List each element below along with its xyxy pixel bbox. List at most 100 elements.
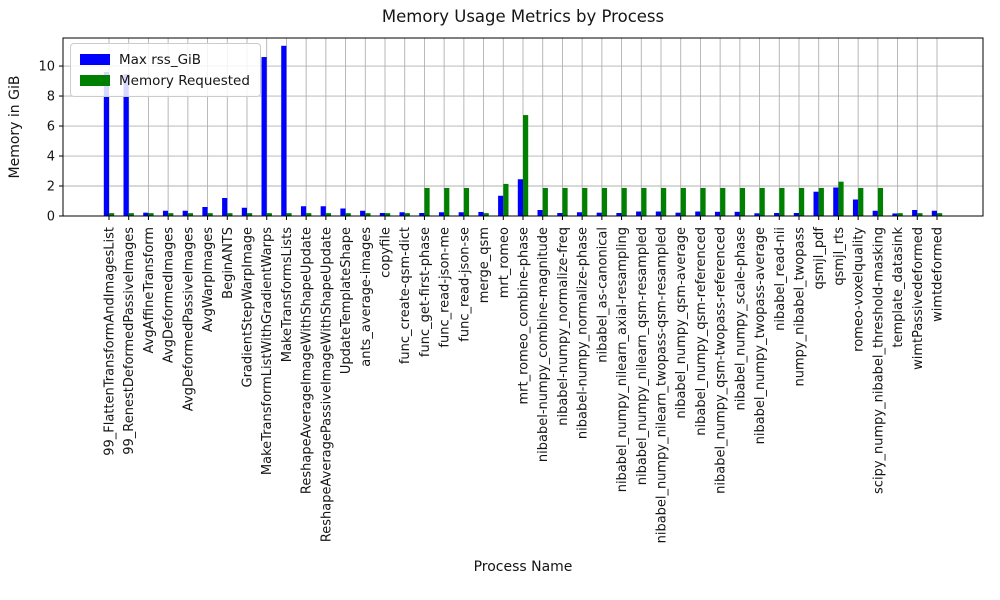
x-tick-label: 99_FlattenTransformAndImagesList: [103, 227, 118, 456]
bar-memory-requested: [128, 213, 134, 216]
legend-swatch-max-rss: [80, 54, 110, 65]
bar-max-rss: [458, 212, 464, 216]
bar-memory-requested: [444, 187, 450, 216]
bar-memory-requested: [858, 187, 864, 216]
bar-memory-requested: [779, 187, 785, 216]
x-tick-label: GradientStepWarpImage: [241, 227, 256, 387]
x-tick-label: numpy_nibabel_twopass: [793, 227, 808, 387]
bar-max-rss: [852, 199, 859, 216]
x-tick-label: func_create-qsm-dict: [398, 227, 413, 364]
x-tick-label: nibabel_numpy_nilearn_twopass-qsm-resamp…: [655, 227, 670, 543]
bar-max-rss: [576, 212, 583, 216]
bar-max-rss: [557, 213, 563, 216]
bar-memory-requested: [897, 213, 903, 216]
bar-max-rss: [143, 212, 149, 216]
bar-max-rss: [281, 45, 287, 217]
bar-max-rss: [537, 210, 543, 216]
x-tick-label: nibabel_numpy_qsm-referenced: [694, 227, 709, 436]
bar-memory-requested: [601, 187, 608, 216]
bar-max-rss: [912, 210, 918, 216]
x-tick-label: ants_average-images: [359, 227, 374, 367]
bar-max-rss: [636, 211, 642, 216]
bar-max-rss: [774, 213, 780, 216]
bar-max-rss: [202, 207, 208, 216]
x-tick-label: mrt_romeo: [497, 227, 512, 298]
x-tick-label: 99_RenestDeformedPassiveImages: [122, 227, 137, 455]
bar-max-rss: [478, 211, 484, 216]
bar-max-rss: [300, 206, 307, 216]
legend-item-memory-requested: Memory Requested: [80, 70, 250, 91]
bar-memory-requested: [739, 187, 746, 216]
bar-max-rss: [340, 208, 346, 216]
bar-memory-requested: [542, 187, 548, 216]
x-tick-label: romeo-voxelquality: [852, 227, 867, 352]
bar-max-rss: [813, 191, 819, 216]
y-tick-label: 10: [38, 60, 55, 75]
bar-max-rss: [241, 207, 247, 216]
x-tick-label: nibabel_numpy_qsm-twopass-referenced: [714, 227, 729, 494]
bar-memory-requested: [503, 183, 509, 216]
bar-max-rss: [754, 213, 760, 216]
y-tick-label: 8: [47, 90, 55, 105]
x-tick-label: ReshapeAverageImageWithShapeUpdate: [300, 227, 315, 494]
bar-max-rss: [399, 212, 405, 216]
bar-max-rss: [379, 213, 385, 216]
bar-memory-requested: [168, 213, 174, 216]
bar-memory-requested: [818, 187, 824, 216]
x-tick-label: qsmjl_pdf: [812, 227, 827, 290]
bar-max-rss: [714, 211, 721, 216]
y-tick-label: 0: [47, 210, 55, 225]
bar-memory-requested: [838, 181, 844, 216]
legend-label-max-rss: Max rss_GiB: [119, 51, 202, 68]
y-tick-label: 4: [47, 150, 55, 165]
x-tick-label: nibabel_read-nii: [773, 227, 788, 331]
x-axis-label: Process Name: [473, 559, 573, 575]
x-tick-label: UpdateTemplateShape: [339, 227, 354, 374]
bar-memory-requested: [424, 187, 430, 216]
bar-memory-requested: [404, 213, 410, 216]
legend-item-max-rss: Max rss_GiB: [80, 49, 250, 70]
bar-memory-requested: [937, 213, 943, 216]
bar-memory-requested: [325, 213, 332, 216]
bar-memory-requested: [227, 213, 233, 216]
x-tick-label: AvgDeformedImages: [162, 227, 177, 363]
x-tick-label: nibabel_as-canonical: [595, 227, 610, 363]
x-tick-label: copyfile: [379, 227, 394, 278]
x-tick-label: ReshapeAveragePassiveImageWithShapeUpdat…: [319, 227, 334, 542]
bar-max-rss: [675, 212, 681, 216]
chart-title: Memory Usage Metrics by Process: [381, 7, 665, 26]
x-tick-label: func_read-json-me: [438, 227, 453, 348]
bar-memory-requested: [345, 213, 351, 216]
x-tick-label: template_datasink: [891, 227, 906, 348]
x-tick-label: wimtdeformed: [931, 227, 946, 322]
bar-max-rss: [734, 211, 740, 216]
bar-max-rss: [103, 72, 109, 216]
bar-memory-requested: [306, 213, 312, 216]
bar-memory-requested: [661, 187, 667, 216]
bar-memory-requested: [286, 213, 292, 216]
bar-max-rss: [695, 211, 701, 216]
bar-max-rss: [596, 212, 602, 216]
legend-label-memory-requested: Memory Requested: [119, 72, 250, 89]
bar-max-rss: [360, 210, 366, 216]
bar-memory-requested: [207, 213, 213, 216]
x-tick-label: nibabel_numpy_twopass-average: [753, 227, 768, 444]
bar-max-rss: [931, 210, 937, 216]
bar-memory-requested: [641, 187, 647, 216]
x-tick-label: nibabel_numpy_scale-phase: [733, 227, 748, 410]
bar-max-rss: [261, 57, 267, 217]
bar-memory-requested: [266, 213, 272, 216]
bar-max-rss: [419, 213, 425, 216]
bar-memory-requested: [680, 187, 686, 216]
bar-memory-requested: [621, 187, 627, 216]
bar-max-rss: [616, 213, 622, 216]
x-tick-label: MakeTransformsLists: [280, 227, 295, 362]
bar-memory-requested: [483, 213, 489, 216]
x-tick-label: AvgWarpImages: [201, 227, 216, 332]
x-tick-label: nibabel-numpy_combine-magnitude: [536, 227, 551, 462]
legend-swatch-memory-requested: [80, 75, 110, 86]
bar-memory-requested: [148, 213, 154, 216]
x-tick-label: scipy_numpy_nibabel_threshold-masking: [871, 227, 886, 494]
bar-max-rss: [892, 213, 898, 216]
